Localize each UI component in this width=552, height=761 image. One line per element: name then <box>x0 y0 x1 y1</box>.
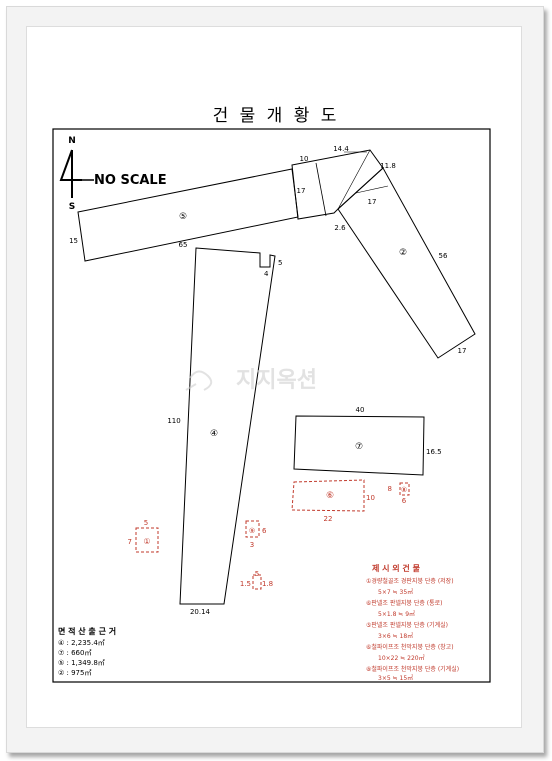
area-table: 면 적 산 출 근 거 ④ : 2,235.4㎡ ⑦ : 660㎡ ⑤ : 1,… <box>58 626 116 677</box>
building-1-diagonal <box>337 149 371 210</box>
structure-6-outline <box>291 479 365 512</box>
watermark-text: 지지옥션 <box>236 368 317 393</box>
building-7-dim-right: 16.5 <box>426 448 442 456</box>
exclusion-item-head: ⑥철파이프조 천막지붕 단층 (창고) <box>366 643 454 651</box>
structure-8-dim-top: 8 <box>388 485 392 493</box>
area-row: ⑦ : 660㎡ <box>58 649 91 657</box>
building-2-dim-short: 17 <box>458 347 467 355</box>
building-7-dim-top: 40 <box>356 406 365 414</box>
north-arrow-icon <box>59 149 94 198</box>
structure-6-dim-bottom: 22 <box>324 515 333 523</box>
area-row: ④ : 2,235.4㎡ <box>58 639 105 647</box>
structure-9-label: ⑨ <box>249 527 255 535</box>
structure-3-dim-right: 1.8 <box>262 580 273 588</box>
structure-8-dim-bottom: 6 <box>402 497 407 505</box>
exclusion-title: 제 시 외 건 물 <box>372 563 421 573</box>
exclusion-item-calc: 5×7 ≒ 35㎡ <box>378 588 413 596</box>
building-4-dim-notch-w: 4 <box>264 270 269 278</box>
watermark: 지지옥션 <box>185 368 317 393</box>
structure-3-outline <box>252 574 262 590</box>
building-1-dim-c: 17 <box>297 187 306 195</box>
structure-6-label: ⑥ <box>326 491 334 501</box>
exclusion-item-calc: 10×22 ≒ 220㎡ <box>378 654 425 662</box>
building-1-dim-e: 17 <box>368 198 377 206</box>
structure-8-label: ⑧ <box>401 486 407 494</box>
no-scale-label: NO SCALE <box>94 173 167 188</box>
exclusion-item-head: ⑤판넬조 판넬지붕 단층 (기계실) <box>366 621 448 629</box>
structure-1-label: ① <box>143 537 150 546</box>
north-label: N <box>68 136 76 146</box>
building-1-dim-d: 11.8 <box>380 162 396 170</box>
building-5-label: ⑤ <box>179 212 187 222</box>
structure-1-dim-top: 5 <box>144 519 148 527</box>
building-2-outline <box>337 167 476 359</box>
exclusion-item-calc: 3×6 ≒ 18㎡ <box>378 632 413 640</box>
building-7-outline <box>293 415 425 476</box>
building-1-diagonal <box>355 185 389 194</box>
building-1-dim-b: 14.4 <box>333 145 349 153</box>
area-table-title: 면 적 산 출 근 거 <box>58 626 116 636</box>
page-paper <box>26 26 522 728</box>
exclusion-item-head: ①경량철골조 경판지붕 단층 (저장) <box>366 577 454 585</box>
building-2-dim-long: 56 <box>439 252 448 260</box>
building-4-dim-long: 110 <box>167 417 180 425</box>
area-row: ② : 975㎡ <box>58 669 91 677</box>
building-4-label: ④ <box>210 429 218 439</box>
structure-1-dim-left: 7 <box>128 538 132 546</box>
south-label: S <box>69 202 75 212</box>
area-row: ⑤ : 1,349.8㎡ <box>58 659 105 667</box>
structure-8-outline <box>399 482 410 496</box>
exclusion-list: 제 시 외 건 물 ①경량철골조 경판지붕 단층 (저장) 5×7 ≒ 35㎡ … <box>366 563 459 682</box>
building-2-label: ② <box>399 248 407 258</box>
building-4-dim-notch-h: 5 <box>278 259 282 267</box>
structure-6-dim-right: 10 <box>366 494 375 502</box>
building-1-dim-f: 2.6 <box>334 224 346 232</box>
building-1-divider <box>315 162 327 217</box>
exclusion-item-calc: 3×5 ≒ 15㎡ <box>378 674 413 682</box>
building-4-dim-bottom: 20.14 <box>190 608 211 616</box>
drawing-border <box>52 128 491 683</box>
structure-1-outline <box>135 527 159 553</box>
structure-9-dim-right: 6 <box>262 527 267 535</box>
watermark-logo-icon <box>185 370 213 391</box>
building-5-dim-long: 65 <box>179 241 188 249</box>
structure-9-dim-bottom: 3 <box>250 541 254 549</box>
building-1-dim-a: 10 <box>300 155 309 163</box>
building-5-dim-short: 15 <box>69 237 78 245</box>
structure-3-dim-left: 1.5 <box>240 580 251 588</box>
building-7-label: ⑦ <box>355 442 363 452</box>
page-title: 건 물 개 황 도 <box>213 106 340 126</box>
structure-9-outline <box>245 520 260 538</box>
structure-3-dim-top: 5 <box>255 570 259 578</box>
building-4-outline <box>179 247 276 605</box>
exclusion-item-head: ⑧철파이프조 천막지붕 단층 (기계실) <box>366 665 459 673</box>
exclusion-item-calc: 5×1.8 ≒ 9㎡ <box>378 610 415 618</box>
exclusion-item-head: ⑥판넬조 판넬지붕 단층 (통로) <box>366 599 443 607</box>
